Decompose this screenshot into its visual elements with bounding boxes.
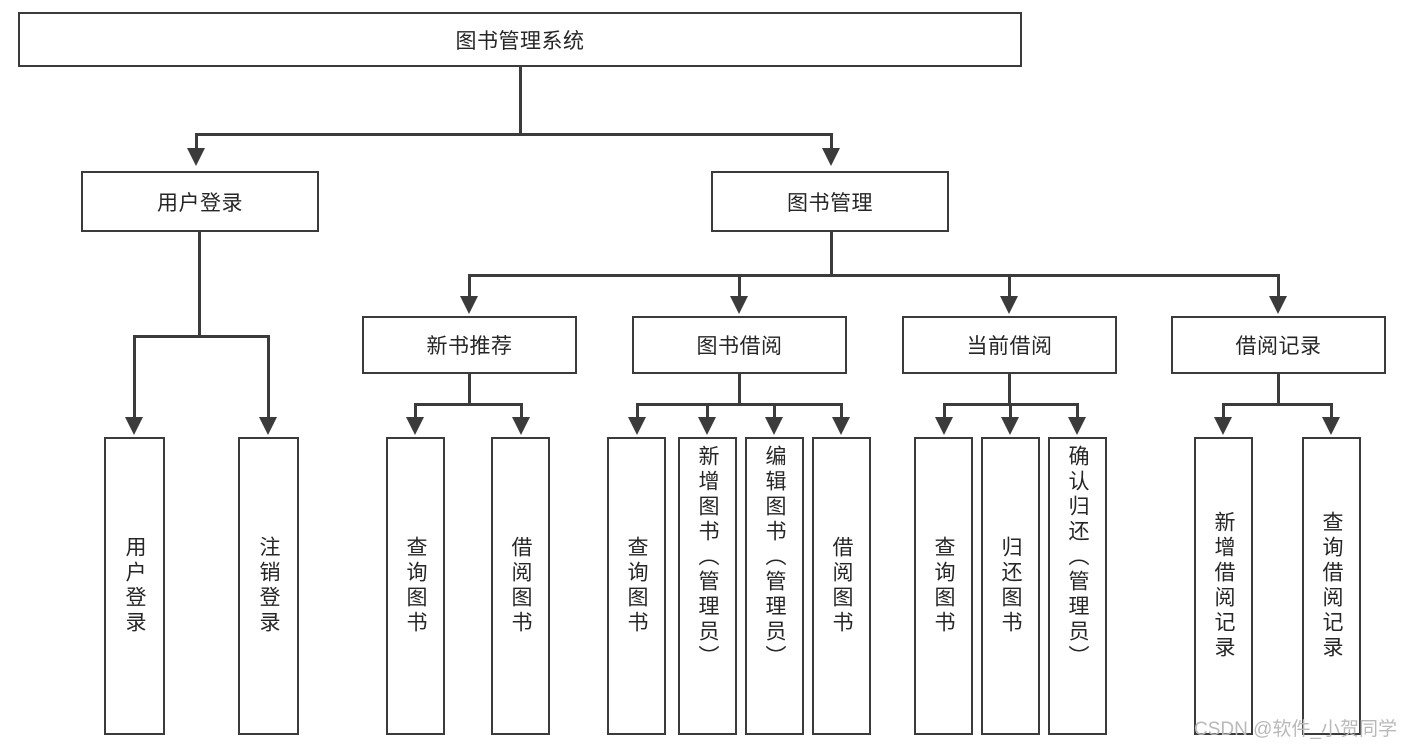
node-label: 图书管理	[787, 191, 873, 215]
arrow-bm-to-new-book	[460, 296, 478, 314]
leaf-nbr-borrow-book[interactable]: 借阅图书	[491, 437, 550, 735]
edge-cb-to-leaf-1	[943, 403, 946, 419]
edge-nbr-bus	[414, 403, 523, 406]
arrow-user-login-to-leaf-2	[259, 417, 277, 435]
edge-nbr-to-leaf-1	[414, 403, 417, 419]
arrow-bm-to-borrow-record	[1269, 296, 1287, 314]
edge-cb-stem	[1008, 374, 1011, 406]
arrow-root-to-book-manage	[822, 148, 840, 166]
leaf-nbr-query-book[interactable]: 查询图书	[386, 437, 445, 735]
edge-nbr-stem	[468, 374, 471, 406]
node-label: 新增图书（管理员）	[696, 445, 719, 670]
leaf-cb-return-book[interactable]: 归还图书	[981, 437, 1040, 735]
leaf-br-query-record[interactable]: 查询借阅记录	[1302, 437, 1361, 735]
edge-cb-to-leaf-3	[1076, 403, 1079, 419]
edge-user-login-stem	[198, 232, 201, 338]
edge-user-login-to-leaf-1	[133, 335, 136, 419]
node-label: 图书借阅	[696, 335, 783, 358]
node-label: 当前借阅	[966, 335, 1053, 358]
edge-root-to-book-manage	[830, 133, 833, 150]
node-label: 新书推荐	[426, 335, 513, 358]
arrow-root-to-user-login	[187, 148, 205, 166]
edge-bm-to-book-borrow	[738, 274, 741, 299]
arrow-br-to-leaf-2	[1322, 417, 1340, 435]
edge-bb-to-leaf-4	[840, 403, 843, 419]
arrow-bm-to-book-borrow	[730, 296, 748, 314]
arrow-nbr-to-leaf-1	[406, 417, 424, 435]
edge-bb-bus	[636, 403, 843, 406]
arrow-bm-to-current-borrow	[1000, 296, 1018, 314]
node-book-borrow[interactable]: 图书借阅	[632, 316, 847, 374]
edge-book-manage-bus	[468, 274, 1280, 277]
leaf-user-login-signout[interactable]: 注销登录	[238, 437, 299, 735]
leaf-user-login-signin[interactable]: 用户登录	[104, 437, 165, 735]
edge-br-to-leaf-2	[1330, 403, 1333, 419]
edge-br-to-leaf-1	[1222, 403, 1225, 419]
arrow-cb-to-leaf-1	[935, 417, 953, 435]
node-book-management[interactable]: 图书管理	[711, 171, 949, 232]
edge-root-to-user-login	[195, 133, 198, 150]
leaf-bb-edit-book-admin[interactable]: 编辑图书（管理员）	[745, 437, 804, 735]
edge-bb-to-leaf-3	[773, 403, 776, 419]
arrow-bb-to-leaf-2	[698, 417, 716, 435]
node-label: 编辑图书（管理员）	[763, 445, 786, 670]
arrow-cb-to-leaf-3	[1068, 417, 1086, 435]
arrow-bb-to-leaf-3	[765, 417, 783, 435]
leaf-cb-query-book[interactable]: 查询图书	[914, 437, 973, 735]
node-label: 用户登录	[123, 536, 146, 636]
node-label: 归还图书	[999, 536, 1022, 636]
edge-book-manage-stem	[830, 232, 833, 277]
node-root-system[interactable]: 图书管理系统	[18, 12, 1022, 67]
node-label: 图书管理系统	[455, 29, 585, 53]
node-label: 查询借阅记录	[1320, 511, 1343, 661]
edge-cb-to-leaf-2	[1009, 403, 1012, 419]
leaf-br-add-record[interactable]: 新增借阅记录	[1194, 437, 1253, 735]
edge-bb-stem	[738, 374, 741, 406]
node-current-borrow[interactable]: 当前借阅	[902, 316, 1117, 374]
edge-bm-to-borrow-record	[1277, 274, 1280, 299]
edge-br-stem	[1277, 374, 1280, 406]
arrow-bb-to-leaf-1	[628, 417, 646, 435]
edge-nbr-to-leaf-2	[520, 403, 523, 419]
node-label: 用户登录	[157, 191, 243, 215]
node-borrow-record[interactable]: 借阅记录	[1171, 316, 1386, 374]
edge-root-bus	[195, 133, 833, 136]
edge-user-login-to-leaf-2	[267, 335, 270, 419]
node-label: 新增借阅记录	[1212, 511, 1235, 661]
arrow-user-login-to-leaf-1	[125, 417, 143, 435]
edge-bm-to-current-borrow	[1008, 274, 1011, 299]
arrow-br-to-leaf-1	[1214, 417, 1232, 435]
edge-root-stem	[519, 67, 522, 135]
arrow-nbr-to-leaf-2	[512, 417, 530, 435]
leaf-cb-confirm-return-admin[interactable]: 确认归还（管理员）	[1048, 437, 1107, 735]
edge-bm-to-new-book	[468, 274, 471, 299]
edge-bb-to-leaf-2	[706, 403, 709, 419]
leaf-bb-borrow-book[interactable]: 借阅图书	[812, 437, 871, 735]
leaf-bb-add-book-admin[interactable]: 新增图书（管理员）	[678, 437, 737, 735]
node-label: 确认归还（管理员）	[1066, 445, 1089, 670]
edge-br-bus	[1222, 403, 1333, 406]
watermark-text: CSDN @软件_小贺同学	[1194, 719, 1397, 740]
node-label: 借阅记录	[1235, 335, 1322, 358]
node-label: 查询图书	[625, 536, 648, 636]
arrow-bb-to-leaf-4	[832, 417, 850, 435]
node-new-book-recommend[interactable]: 新书推荐	[362, 316, 577, 374]
node-user-login[interactable]: 用户登录	[81, 171, 319, 232]
node-label: 查询图书	[404, 536, 427, 636]
node-label: 借阅图书	[509, 536, 532, 636]
node-label: 借阅图书	[830, 536, 853, 636]
node-label: 查询图书	[932, 536, 955, 636]
arrow-cb-to-leaf-2	[1001, 417, 1019, 435]
edge-bb-to-leaf-1	[636, 403, 639, 419]
leaf-bb-query-book[interactable]: 查询图书	[607, 437, 666, 735]
edge-user-login-bus	[133, 335, 269, 338]
node-label: 注销登录	[257, 536, 280, 636]
